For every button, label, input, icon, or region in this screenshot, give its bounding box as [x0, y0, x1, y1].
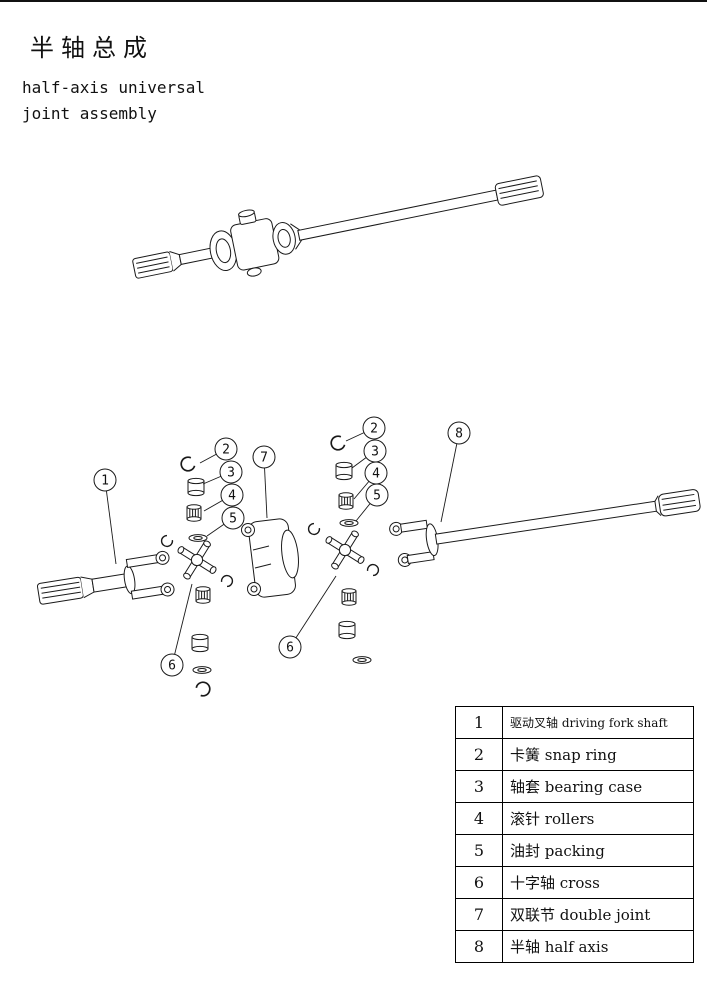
part-name: 双联节 double joint [502, 898, 694, 931]
table-row: 1 驱动叉轴 driving fork shaft [455, 706, 694, 739]
packing-part [352, 656, 372, 664]
callout-6-label: 6 [168, 659, 176, 674]
part-number: 1 [455, 706, 503, 739]
table-row: 5 油封 packing [455, 834, 694, 867]
callout-6-left: 6 [160, 653, 184, 677]
part-number: 6 [455, 866, 503, 899]
callout-2-right: 2 [362, 416, 386, 440]
snap-ring-part [194, 678, 214, 699]
callout-7-label: 7 [260, 451, 268, 466]
table-row: 3 轴套 bearing case [455, 770, 694, 803]
bearing-case-part [338, 620, 356, 640]
callout-1-label: 1 [101, 474, 109, 489]
part-number: 8 [455, 930, 503, 963]
bearing-case-part [191, 633, 209, 653]
callout-5-label: 5 [229, 512, 237, 527]
callout-5-left: 5 [221, 506, 245, 530]
snap-ring-part [178, 454, 197, 474]
table-row: 8 半轴 half axis [455, 930, 694, 963]
title-block: 半轴总成 half-axis universal joint assembly [22, 28, 205, 127]
callout-2-label: 2 [370, 422, 378, 437]
snap-ring-part [365, 561, 382, 578]
callout-5-label: 5 [373, 489, 381, 504]
rollers-part [195, 586, 211, 604]
part-name: 轴套 bearing case [502, 770, 694, 803]
part-name: 驱动叉轴 driving fork shaft [502, 706, 694, 739]
exploded-view: 1 2 3 4 5 [36, 416, 701, 699]
callout-8-label: 8 [455, 427, 463, 442]
callout-3-left: 3 [219, 460, 243, 484]
callout-4-left: 4 [220, 483, 244, 507]
snap-ring-part [328, 433, 347, 453]
packing-part [339, 519, 359, 527]
callout-5-right: 5 [365, 483, 389, 507]
callout-1: 1 [93, 468, 117, 492]
part-7-double-joint [241, 518, 299, 598]
part-name: 滚针 rollers [502, 802, 694, 835]
table-row: 4 滚针 rollers [455, 802, 694, 835]
page-subtitle-line1: half-axis universal [22, 78, 206, 97]
table-row: 6 十字轴 cross [455, 866, 694, 899]
callout-8: 8 [447, 421, 471, 445]
snap-ring-part [305, 521, 322, 538]
shaft-body [297, 189, 499, 241]
callout-4-label: 4 [228, 489, 236, 504]
assembled-view [132, 175, 544, 279]
bearing-case-part [335, 461, 353, 481]
part-name: 半轴 half axis [502, 930, 694, 963]
callout-3-label: 3 [227, 466, 235, 481]
table-row: 7 双联节 double joint [455, 898, 694, 931]
callout-2-left: 2 [214, 437, 238, 461]
callout-4-right: 4 [364, 461, 388, 485]
callout-3-label: 3 [371, 445, 379, 460]
rollers-part [186, 504, 202, 522]
part-number: 2 [455, 738, 503, 771]
part-number: 3 [455, 770, 503, 803]
part-name: 十字轴 cross [502, 866, 694, 899]
callout-7: 7 [252, 445, 276, 469]
rollers-part [338, 492, 354, 510]
callout-3-right: 3 [363, 439, 387, 463]
bearing-case-part [187, 477, 205, 497]
callout-balloons: 1 2 3 4 5 [93, 416, 471, 677]
rollers-part [341, 588, 357, 606]
table-row: 2 卡簧 snap ring [455, 738, 694, 771]
spline-end-right [494, 175, 544, 206]
snap-ring-part [158, 533, 175, 550]
part-1-driving-fork-shaft [36, 549, 176, 605]
callout-6-right: 6 [278, 635, 302, 659]
callout-4-label: 4 [372, 467, 380, 482]
part-number: 7 [455, 898, 503, 931]
part-name: 油封 packing [502, 834, 694, 867]
part-name: 卡簧 snap ring [502, 738, 694, 771]
parts-table: 1 驱动叉轴 driving fork shaft 2 卡簧 snap ring… [455, 706, 694, 963]
packing-part [192, 666, 212, 674]
part-6-cross-right [324, 529, 366, 571]
part-number: 5 [455, 834, 503, 867]
part-number: 4 [455, 802, 503, 835]
part-8-half-axis [388, 489, 701, 568]
callout-6-label: 6 [286, 641, 294, 656]
packing-part [188, 534, 208, 542]
joint-body [230, 218, 280, 271]
page-subtitle-line2: joint assembly [22, 104, 157, 123]
callout-2-label: 2 [222, 443, 230, 458]
snap-ring-part [219, 572, 236, 589]
page-title: 半轴总成 [30, 34, 154, 62]
part-6-cross-left [176, 539, 218, 581]
